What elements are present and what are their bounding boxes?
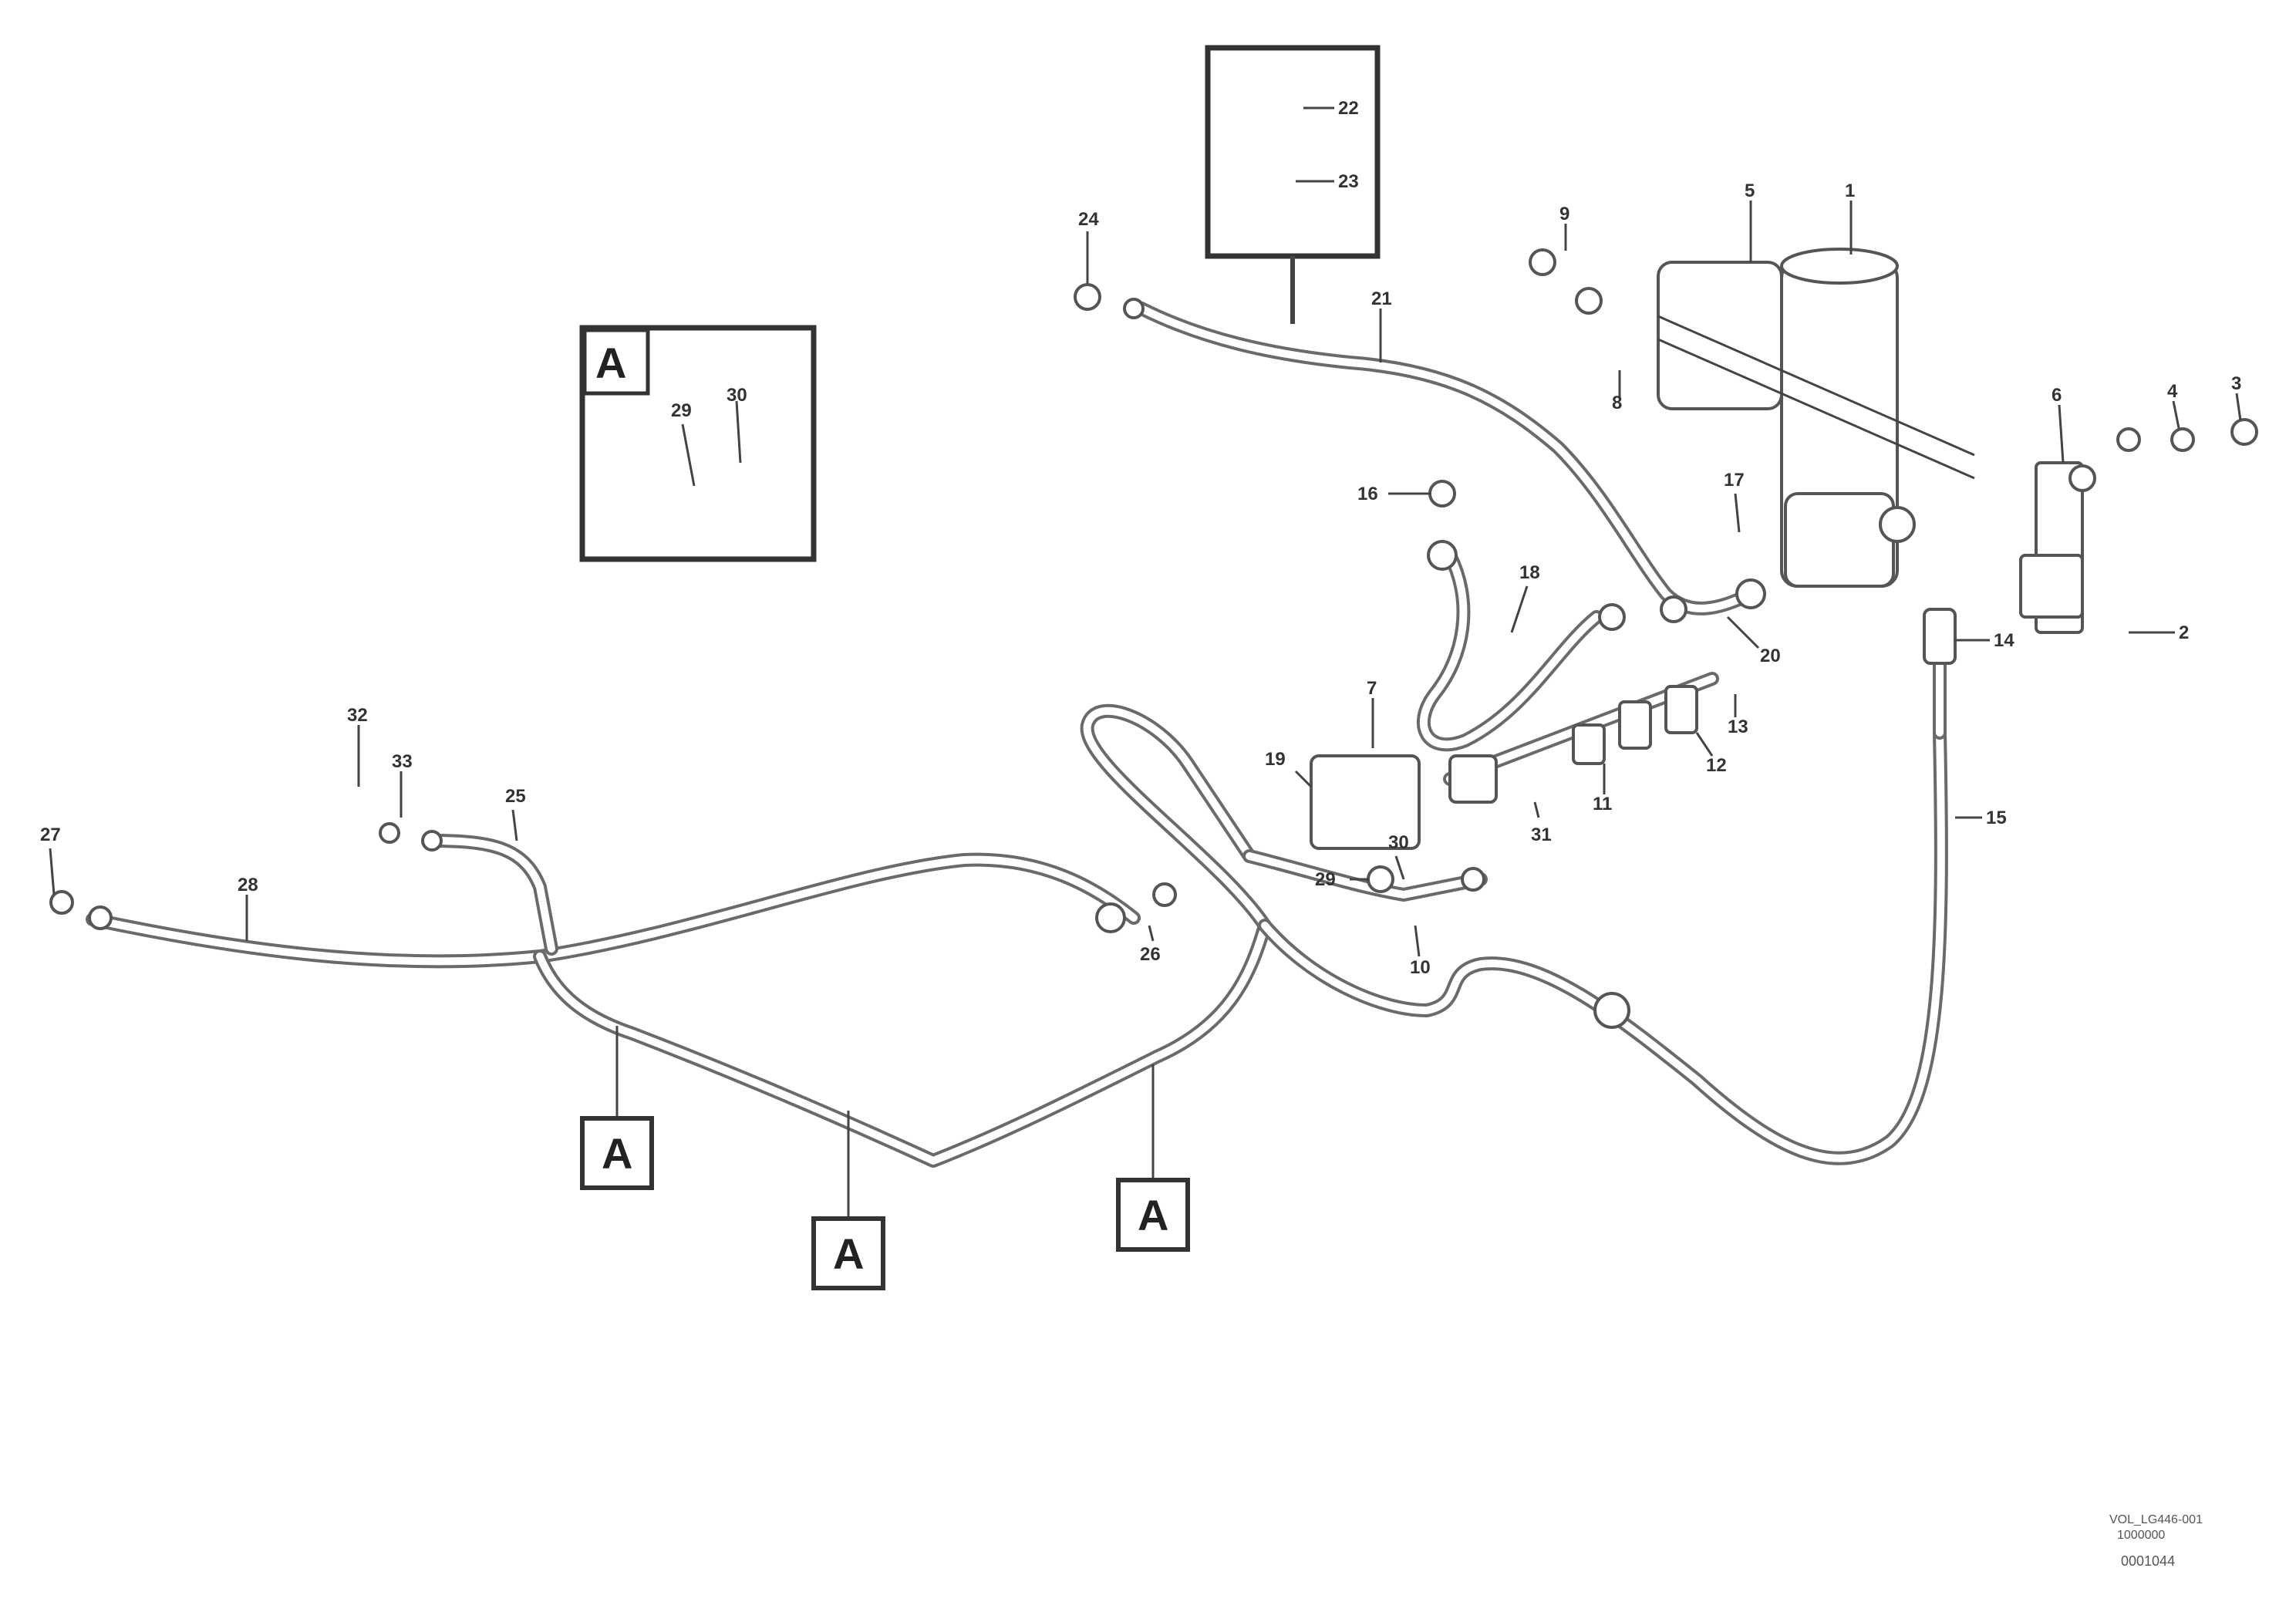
drawing-code: VOL_LG446-001 1000000 0001044 bbox=[2109, 1513, 2203, 1569]
label-31: 31 bbox=[1531, 824, 1552, 845]
ref-marker-a-1: A bbox=[580, 1026, 654, 1190]
label-13: 13 bbox=[1728, 717, 1748, 737]
ref-letter-1: A bbox=[602, 1129, 632, 1178]
label-10: 10 bbox=[1410, 957, 1431, 978]
label-26: 26 bbox=[1140, 944, 1161, 965]
label-12: 12 bbox=[1706, 755, 1727, 776]
label-8: 8 bbox=[1612, 393, 1622, 413]
label-18: 18 bbox=[1519, 562, 1540, 583]
inset-detail-22-23: 22 23 bbox=[1205, 45, 1381, 324]
footer-line-3: 0001044 bbox=[2121, 1553, 2175, 1569]
ref-letter-3: A bbox=[1138, 1191, 1168, 1239]
inset-detail-a: A 29 30 bbox=[579, 325, 817, 562]
label-28: 28 bbox=[238, 875, 258, 895]
label-21: 21 bbox=[1371, 288, 1392, 309]
label-30-inset: 30 bbox=[727, 385, 747, 406]
label-9: 9 bbox=[1559, 204, 1569, 224]
label-25: 25 bbox=[505, 786, 526, 807]
label-33: 33 bbox=[392, 751, 413, 772]
detail-a-letter: A bbox=[595, 339, 626, 387]
label-32: 32 bbox=[347, 705, 368, 726]
label-3: 3 bbox=[2231, 373, 2241, 394]
components bbox=[49, 87, 2258, 1029]
label-15: 15 bbox=[1986, 808, 2007, 828]
label-27: 27 bbox=[40, 824, 61, 845]
ref-marker-a-2: A bbox=[811, 1111, 885, 1290]
label-29-inset: 29 bbox=[671, 400, 692, 421]
label-24: 24 bbox=[1078, 209, 1099, 230]
label-7: 7 bbox=[1367, 678, 1377, 699]
callouts: 1 2 3 4 5 6 7 8 9 10 11 12 13 bbox=[40, 180, 2242, 978]
label-6: 6 bbox=[2052, 385, 2062, 406]
ref-marker-a-3: A bbox=[1116, 1064, 1190, 1252]
label-30: 30 bbox=[1388, 832, 1409, 853]
label-5: 5 bbox=[1745, 180, 1755, 201]
label-22: 22 bbox=[1338, 98, 1359, 119]
label-16: 16 bbox=[1357, 484, 1378, 504]
label-20: 20 bbox=[1760, 646, 1781, 666]
footer-line-2: 1000000 bbox=[2117, 1529, 2165, 1542]
label-29: 29 bbox=[1315, 869, 1336, 890]
label-11: 11 bbox=[1593, 794, 1612, 814]
label-17: 17 bbox=[1724, 470, 1745, 491]
label-14: 14 bbox=[1994, 630, 2014, 651]
footer-line-1: VOL_LG446-001 bbox=[2109, 1513, 2203, 1526]
label-19: 19 bbox=[1265, 749, 1286, 770]
label-23: 23 bbox=[1338, 171, 1359, 192]
ref-letter-2: A bbox=[833, 1229, 864, 1278]
label-4: 4 bbox=[2167, 381, 2178, 402]
pipe-network bbox=[86, 302, 1948, 1168]
label-2: 2 bbox=[2179, 622, 2189, 643]
label-1: 1 bbox=[1845, 180, 1855, 201]
